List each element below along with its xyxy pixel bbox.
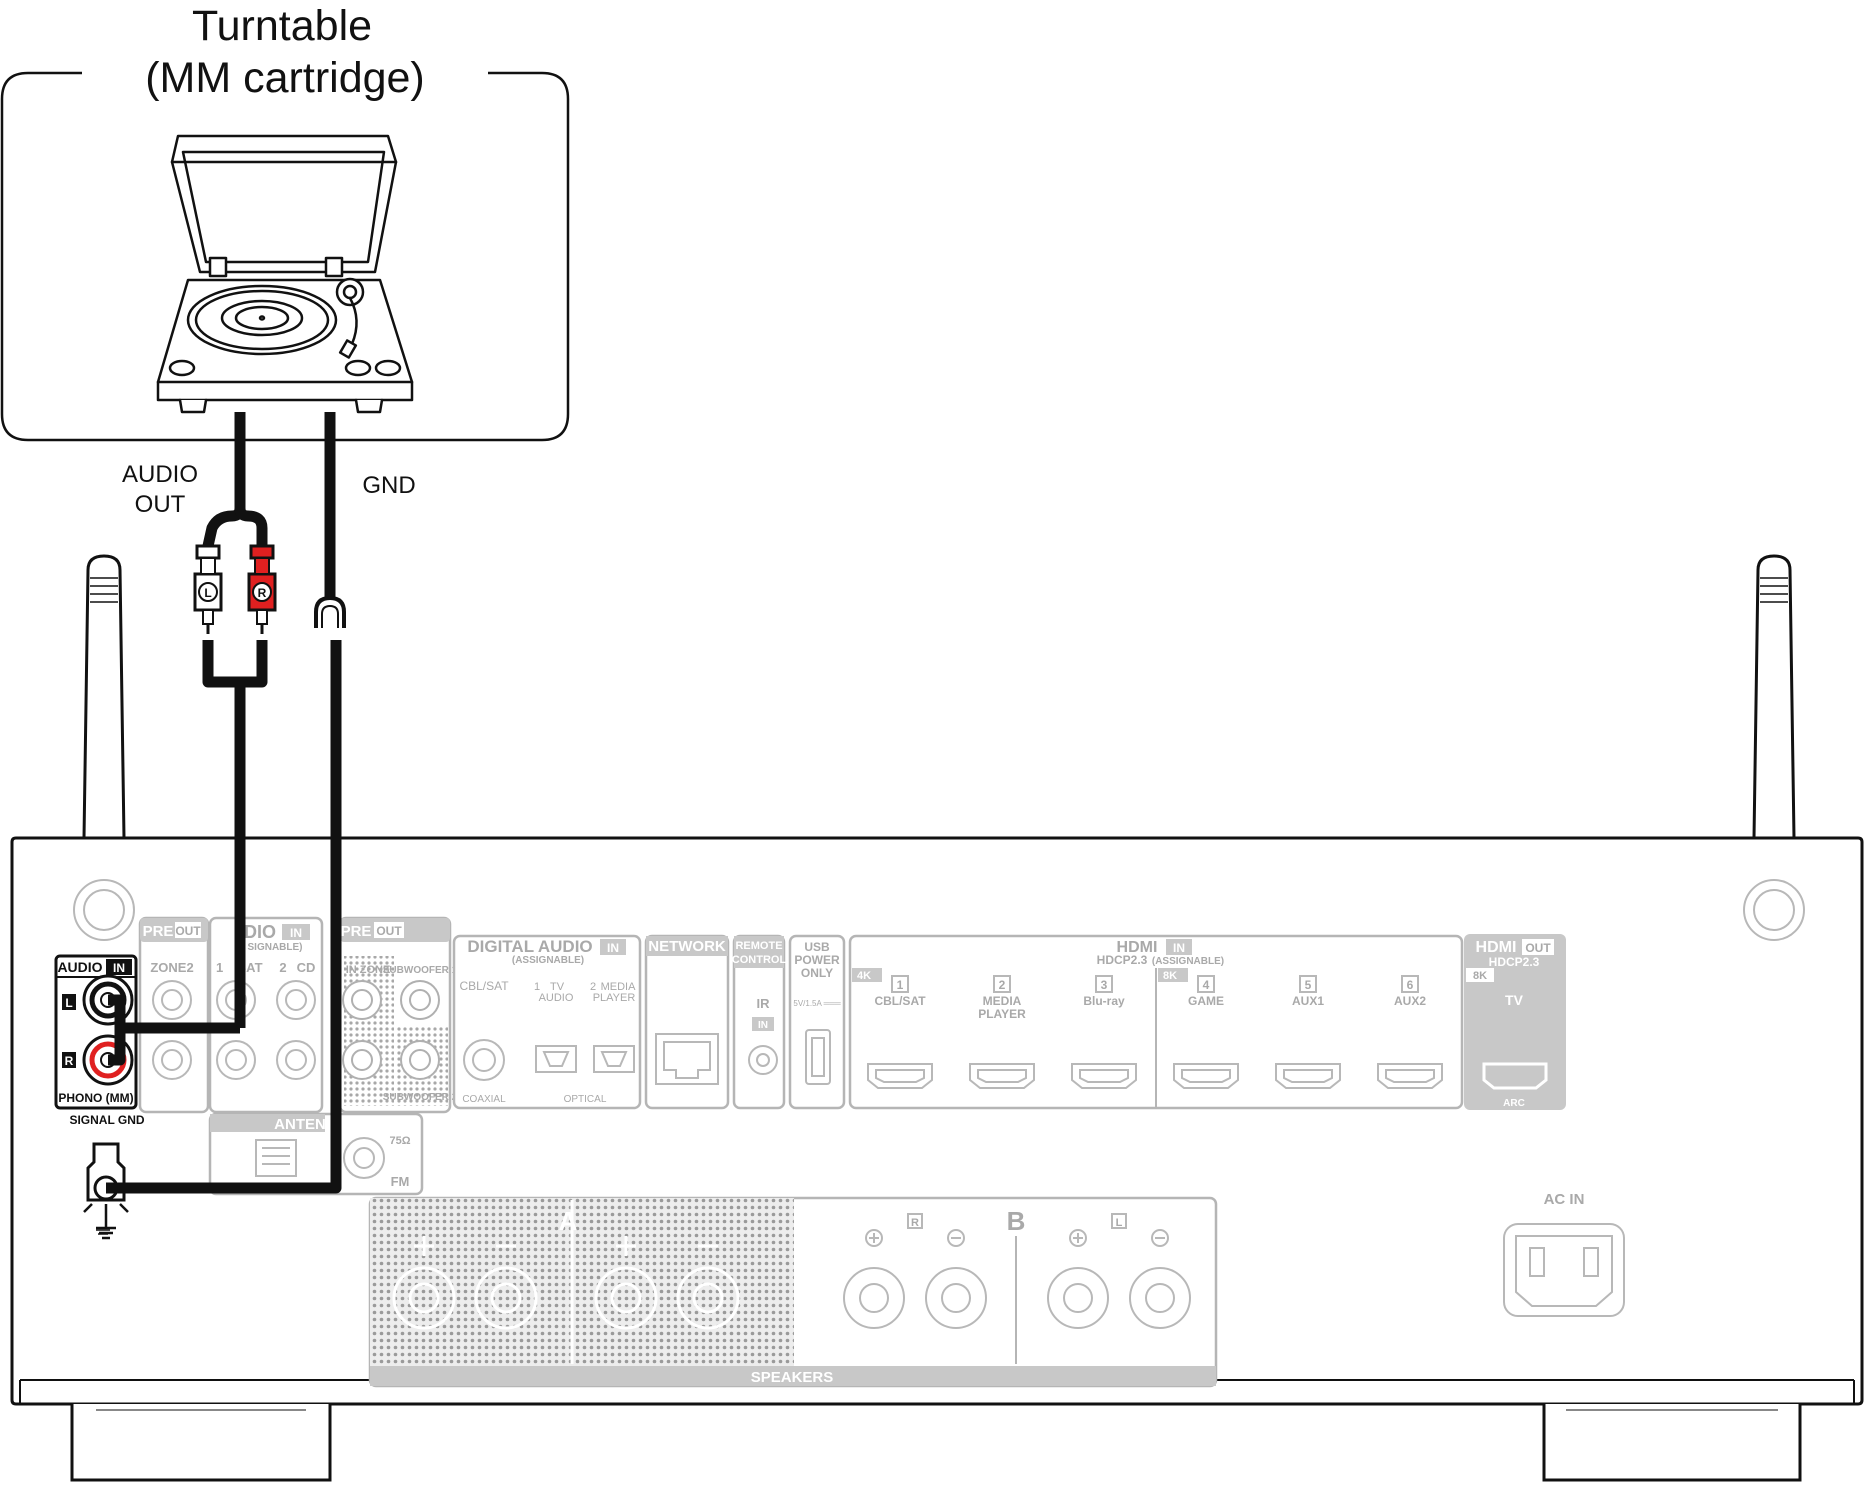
- control-label: CONTROL: [732, 954, 787, 966]
- rca-plug-l-label: L: [204, 586, 211, 600]
- hdmi-out-label: HDMI: [1476, 939, 1517, 956]
- subwoofer1-label: SUBWOOFER 1: [383, 965, 458, 976]
- network-label: NETWORK: [648, 938, 726, 955]
- speaker-r-label: R: [911, 1217, 919, 1229]
- optical-1-tv: TV: [550, 981, 565, 993]
- hdmi-port-3-number: 3: [1101, 978, 1108, 992]
- phono-in-badge: IN: [113, 961, 125, 975]
- optical-1-num: 1: [534, 981, 540, 993]
- turntable-box: Turntable (MM cartridge): [0, 2, 570, 442]
- usb-label: USB: [804, 940, 830, 954]
- hdmi-8k-badge: 8K: [1163, 970, 1177, 982]
- tv-label: TV: [1505, 992, 1524, 1008]
- ac-in-label: AC IN: [1544, 1191, 1585, 1208]
- pre-out-1-badge: OUT: [175, 924, 201, 938]
- hdmi-port-2-label-2: PLAYER: [978, 1007, 1026, 1021]
- antenna-right: [1752, 554, 1796, 840]
- pre-out-1-label: PRE: [143, 923, 174, 940]
- turntable-title: Turntable: [192, 2, 372, 50]
- fm-label: FM: [391, 1174, 410, 1189]
- phono-r-label: R: [65, 1054, 74, 1068]
- hdmi-port-2: 2 MEDIA PLAYER: [969, 975, 1035, 1089]
- hdmi-port-2-number: 2: [999, 978, 1006, 992]
- phono-l-label: L: [65, 996, 72, 1010]
- pre-out-2-badge: OUT: [376, 924, 402, 938]
- antenna-label: ANTEN: [274, 1116, 326, 1133]
- hdmi-port-3-label: Blu-ray: [1083, 994, 1125, 1008]
- cd-label: CD: [297, 960, 316, 975]
- digital-audio-label: DIGITAL AUDIO: [467, 937, 592, 956]
- rca-plug-l: L: [193, 544, 223, 634]
- hdmi-in-badge: IN: [1173, 941, 1185, 955]
- rca-plug-r-label: R: [258, 586, 267, 600]
- phono-audio-label: AUDIO: [57, 959, 102, 975]
- remote-label: REMOTE: [735, 940, 782, 952]
- hdmi-port-5-label: AUX1: [1292, 994, 1324, 1008]
- optical-2-num: 2: [590, 981, 596, 993]
- hdmi-out-badge: OUT: [1525, 941, 1551, 955]
- speaker-l-label: L: [1116, 1217, 1123, 1229]
- optical-2-media: MEDIA: [601, 981, 637, 993]
- usb-rating: 5V/1.5A ═══: [793, 999, 841, 1008]
- speaker-a-label: A: [559, 1206, 578, 1236]
- signal-gnd-label: SIGNAL GND: [69, 1113, 144, 1127]
- hdmi-port-2-label: MEDIA: [983, 994, 1022, 1008]
- hdcp-out-label: HDCP2.3: [1489, 955, 1540, 969]
- hdmi-out-8k-badge: 8K: [1473, 970, 1487, 982]
- hdmi-port-5-number: 5: [1305, 978, 1312, 992]
- receiver-back-panel: PRE OUT ZONE2 DIO IN SIGNABLE) 1 SAT 2 C…: [138, 916, 1625, 1388]
- cd-2-label: 2: [279, 960, 286, 975]
- hdmi-in-label: HDMI: [1117, 939, 1158, 956]
- ohm-label: 75Ω: [389, 1135, 410, 1147]
- pre-out-2-label: PRE: [341, 923, 372, 940]
- antenna-left: [82, 554, 126, 840]
- hdcp-in-label: HDCP2.3: [1097, 953, 1148, 967]
- hdmi-port-5: 5 AUX1: [1275, 975, 1341, 1089]
- audio-cable: L R: [108, 412, 277, 1066]
- digital-assignable: (ASSIGNABLE): [512, 955, 584, 966]
- assignable-partial: SIGNABLE): [248, 942, 303, 953]
- turntable-subtitle: (MM cartridge): [145, 54, 425, 102]
- hdmi-port-1-number: 1: [897, 978, 904, 992]
- hdmi-port-6-number: 6: [1407, 978, 1414, 992]
- digital-cbl-sat: CBL/SAT: [459, 979, 509, 993]
- speaker-b-label: B: [1007, 1206, 1026, 1236]
- audio-out-label-2: OUT: [135, 491, 186, 518]
- rca-plug-r: R: [247, 544, 277, 634]
- hdmi-port-1: 1 CBL/SAT: [867, 975, 933, 1089]
- usb-power-label: POWER: [794, 953, 840, 967]
- optical-2-player: PLAYER: [593, 992, 636, 1004]
- gnd-label: GND: [362, 472, 415, 499]
- audio-out-label: AUDIO: [122, 461, 198, 488]
- optical-label: OPTICAL: [564, 1094, 607, 1105]
- hdmi-port-4: 4 GAME: [1173, 975, 1239, 1089]
- hdmi-4k-badge: 4K: [857, 970, 871, 982]
- coaxial-label: COAXIAL: [462, 1094, 506, 1105]
- hdmi-port-4-number: 4: [1203, 978, 1210, 992]
- ground-cable: [106, 412, 346, 1194]
- ir-label: IR: [757, 996, 771, 1011]
- hdcp-assignable: (ASSIGNABLE): [1152, 956, 1224, 967]
- subwoofer2-label: SUBWOOFER 2: [383, 1092, 458, 1103]
- digital-in-badge: IN: [607, 941, 619, 955]
- phono-mm-label: PHONO (MM): [58, 1091, 133, 1105]
- hdmi-port-3: 3 Blu-ray: [1071, 975, 1137, 1089]
- optical-1-audio: AUDIO: [539, 992, 574, 1004]
- usb-only-label: ONLY: [801, 966, 833, 980]
- in-zone-label: IN ZONE: [346, 964, 391, 976]
- audio-in-badge: IN: [290, 926, 302, 940]
- speakers-label: SPEAKERS: [751, 1369, 834, 1386]
- audio-in-partial-label: DIO: [244, 922, 276, 942]
- hdmi-port-6-label: AUX2: [1394, 994, 1426, 1008]
- ir-in-badge: IN: [758, 1020, 768, 1031]
- hdmi-port-1-label: CBL/SAT: [874, 994, 926, 1008]
- zone2-label: ZONE2: [150, 960, 193, 975]
- hdmi-port-6: 6 AUX2: [1377, 975, 1443, 1089]
- hdmi-port-4-label: GAME: [1188, 994, 1224, 1008]
- cd-1-label: 1: [216, 960, 223, 975]
- arc-label: ARC: [1503, 1098, 1525, 1109]
- turntable-icon: [156, 134, 414, 414]
